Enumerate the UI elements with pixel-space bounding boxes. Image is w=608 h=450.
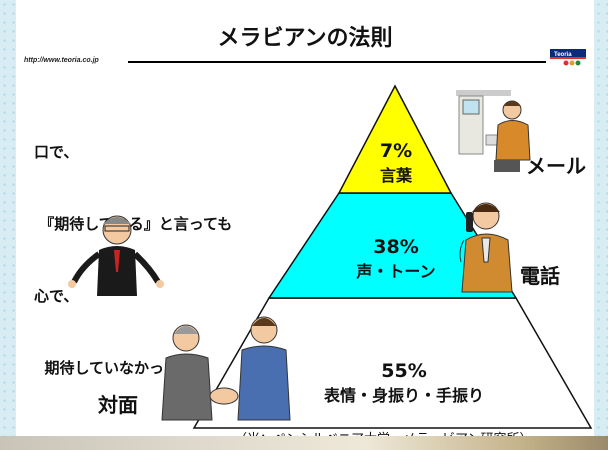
background-photo-strip — [0, 436, 608, 450]
intro-line: 心で、 — [34, 287, 79, 305]
source-url: http://www.teoria.co.jp — [24, 57, 99, 64]
office-worker-computer-icon — [456, 90, 531, 172]
intro-line: 『期待している』と言っても — [34, 215, 233, 233]
logo-text: Teoria — [554, 52, 572, 58]
tier-top-label: 7% 言葉 — [354, 140, 438, 186]
pyramid-tier-top — [337, 84, 453, 194]
channel-label-phone: 電話 — [520, 264, 560, 288]
tier-percent: 55% — [381, 360, 427, 382]
teoria-logo-icon: Teoria — [550, 49, 586, 66]
intro-line: 口で、 — [34, 143, 79, 161]
channel-label-face: 対面 — [98, 393, 138, 417]
businessman-phone-icon — [459, 202, 513, 293]
slide-title: メラビアンの法則 — [217, 26, 393, 51]
businessman-shrug-icon — [68, 215, 164, 296]
channel-label-mail: メール — [526, 154, 586, 178]
tier-bottom-label: 55% 表情・身振り・手振り — [284, 360, 524, 406]
tier-label: 表情・身振り・手振り — [323, 386, 484, 405]
tier-percent: 38% — [373, 236, 419, 258]
tier-percent: 7% — [379, 140, 413, 162]
tier-label: 言葉 — [379, 166, 412, 185]
tier-middle-label: 38% 声・トーン — [326, 236, 466, 282]
title-divider — [128, 61, 546, 63]
tier-label: 声・トーン — [356, 262, 436, 281]
pyramid-diagram — [68, 84, 593, 429]
handshake-icon — [161, 316, 291, 421]
slide: メラビアンの法則 http://www.teoria.co.jp Teoria … — [16, 0, 594, 450]
